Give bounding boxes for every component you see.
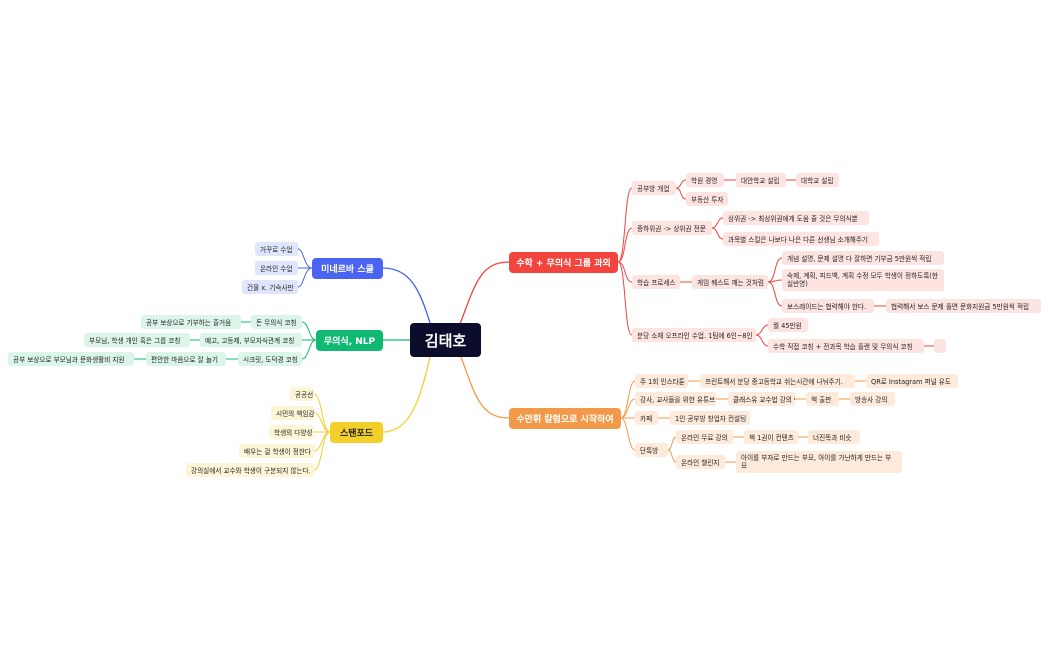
- node-cafe[interactable]: 카페: [635, 411, 658, 425]
- node-student-decides[interactable]: 배우는 걸 학생이 정한다: [239, 444, 314, 458]
- node-boss-reward[interactable]: 협력해서 보스 문제 풀면 문화지원금 5만원씩 적립: [886, 299, 1041, 313]
- node-print-distribute[interactable]: 프린트해서 분당 중고등학교 쉬는시간에 나눠주기.: [700, 374, 855, 388]
- node-real-estate[interactable]: 부동산 투자: [686, 192, 728, 206]
- node-instatoon[interactable]: 주 1회 인스타툰: [635, 374, 688, 388]
- branch-column[interactable]: 수만휘 칼럼으로 시작하여: [509, 408, 621, 429]
- node-broadcast-lecture[interactable]: 방송사 강의: [850, 392, 895, 406]
- node-flipped-class[interactable]: 거꾸로 수업: [255, 242, 298, 256]
- node-parent-child-coaching[interactable]: 예고, 고등제, 부모자식관계 코칭: [200, 333, 302, 347]
- node-offline-class[interactable]: 분당 소재 오프라인 수업. 1팀에 6인~8인: [632, 328, 756, 342]
- node-mid-low[interactable]: 중하위권 -> 상위권 전문: [632, 221, 712, 235]
- link-root-math: [459, 261, 510, 325]
- node-donation-joy[interactable]: 공부 보상으로 기부하는 즐거움: [141, 315, 241, 329]
- node-civic-responsibility[interactable]: 시민의 책임감: [271, 406, 314, 420]
- link-root-column: [459, 353, 510, 419]
- node-online-challenge[interactable]: 온라인 챌린지: [676, 455, 725, 469]
- branch-math-group-tutoring[interactable]: 수학 + 무의식 그룹 과외: [509, 252, 618, 273]
- link-root-minerva: [382, 267, 431, 324]
- node-grad-school[interactable]: 대안학교 설립: [736, 173, 786, 187]
- node-secret-coaching[interactable]: 시크릿, 도덕경 코칭: [238, 352, 302, 366]
- node-nerd-similar[interactable]: 너진똑과 비슷: [808, 430, 860, 444]
- node-dorm-only[interactable]: 건물 x. 기숙사만: [242, 280, 298, 294]
- node-youtube[interactable]: 강사, 교사들을 위한 유튜브: [635, 392, 716, 406]
- root-node[interactable]: 김태호: [410, 323, 481, 357]
- node-concept-explain[interactable]: 개념 설명, 문제 설명 다 잘하면 기부금 5만원씩 적립: [782, 251, 944, 265]
- node-founder-consulting[interactable]: 1인 공부방 창업자 컨설팅: [670, 411, 750, 425]
- node-classu-launch[interactable]: 클래스유 교수법 강의 런칭: [728, 392, 795, 406]
- node-online-class[interactable]: 온라인 수업: [255, 261, 298, 275]
- node-boss-raid[interactable]: 보스레이드는 협력해야 한다.: [782, 299, 874, 313]
- node-group-coaching[interactable]: 부모님, 학생 개인 혹은 그룹 코칭: [84, 333, 190, 347]
- node-culture-support[interactable]: 공부 보상으로 부모님과 문화생활비 지원: [8, 352, 134, 366]
- node-no-distinction[interactable]: 강의실에서 교수와 학생이 구분되지 않는다.: [186, 463, 314, 477]
- node-free-online-lecture[interactable]: 온라인 무료 강의: [676, 430, 733, 444]
- node-learning-process[interactable]: 학습 프로세스: [632, 275, 680, 289]
- node-top-tier[interactable]: 상위권 -> 최상위권에게 도움 줄 것은 무의식뿐: [723, 211, 869, 225]
- node-relaxed-play[interactable]: 편안한 마음으로 잘 놀기: [146, 352, 226, 366]
- node-university[interactable]: 대학교 설립: [796, 173, 839, 187]
- branch-stanford[interactable]: 스탠포드: [330, 422, 383, 443]
- node-homework-plan[interactable]: 숙제, 계획, 피드백, 계획 수정 모두 학생이 정하도록(현실반영): [782, 269, 944, 291]
- node-game-quest[interactable]: 게임 퀘스트 깨는 것처럼: [692, 275, 768, 289]
- branch-nlp[interactable]: 무의식, NLP: [316, 330, 383, 351]
- node-monthly-fee[interactable]: 월 45만원: [768, 318, 808, 332]
- node-qr-funnel[interactable]: QR로 Instagram 퍼널 유도: [866, 374, 958, 388]
- node-money-coaching[interactable]: 돈 무의식 코칭: [251, 315, 302, 329]
- node-subject-skill[interactable]: 과목별 스킬은 나보다 나은 다른 선생님 소개해주기: [723, 232, 879, 246]
- node-group-chat[interactable]: 단톡방: [635, 443, 668, 457]
- node-rich-parents-book[interactable]: 아이를 부자로 만드는 부모, 아이를 가난하게 만드는 부모: [736, 451, 902, 473]
- link-root-stanford: [382, 356, 431, 433]
- node-academy[interactable]: 학원 경영: [686, 173, 724, 187]
- node-book-publish[interactable]: 책 출판: [806, 392, 839, 406]
- node-book-content[interactable]: 책 1권이 컨텐츠: [744, 430, 798, 444]
- node-public-good[interactable]: 공공선: [290, 387, 314, 401]
- node-direct-coaching[interactable]: 수학 직접 코칭 + 전과목 학습 플랜 및 무의식 코칭: [768, 339, 924, 353]
- node-empty-topic[interactable]: [934, 339, 946, 353]
- branch-minerva[interactable]: 미네르바 스쿨: [312, 258, 383, 279]
- node-student-diversity[interactable]: 학생의 다양성: [269, 425, 314, 439]
- node-study-room[interactable]: 공부방 개업: [632, 181, 676, 195]
